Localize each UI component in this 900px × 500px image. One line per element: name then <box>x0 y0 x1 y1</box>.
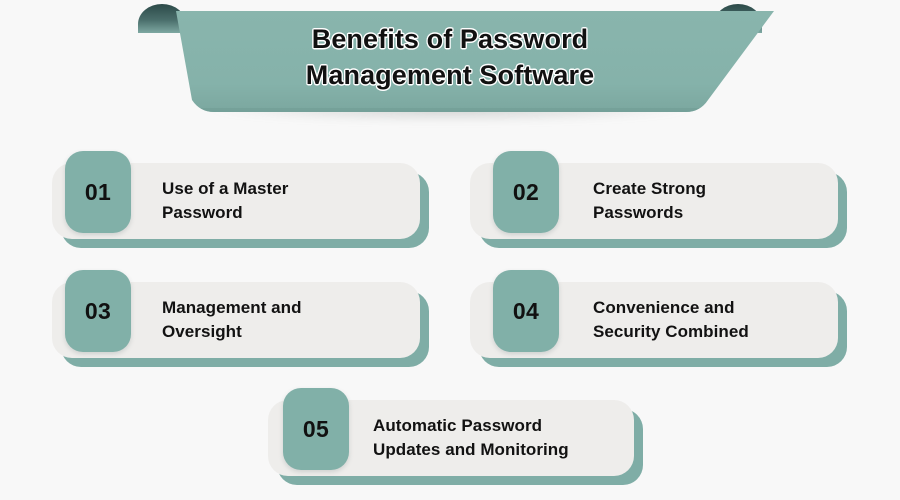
benefit-item-05[interactable]: 05 Automatic Password Updates and Monito… <box>268 388 643 485</box>
benefit-label-line-1: Create Strong <box>593 179 707 198</box>
badge-number: 03 <box>84 297 112 324</box>
number-badge-05: 05 <box>283 388 349 470</box>
benefit-label-line-2: Updates and Monitoring <box>373 440 569 460</box>
banner-ribbon-shape <box>138 4 774 112</box>
benefit-label-04: Convenience and Security Combined <box>593 296 749 344</box>
benefit-label-line-1: Automatic Password <box>373 416 543 435</box>
benefit-item-04[interactable]: 04 Convenience and Security Combined <box>470 270 847 367</box>
benefit-item-03[interactable]: 03 Management and Oversight <box>52 270 429 367</box>
benefit-label-line-2: Oversight <box>162 322 242 342</box>
badge-number: 04 <box>512 297 540 324</box>
number-badge-04: 04 <box>493 270 559 352</box>
benefit-label-02: Create Strong Passwords <box>593 177 706 225</box>
benefit-label-line-2: Password <box>162 203 243 223</box>
benefit-label-line-1: Convenience and <box>593 298 735 317</box>
badge-number: 01 <box>84 178 112 205</box>
number-badge-01: 01 <box>65 151 131 233</box>
badge-number: 05 <box>302 415 330 442</box>
number-badge-02: 02 <box>493 151 559 233</box>
benefit-item-01[interactable]: 01 Use of a Master Password <box>52 151 429 248</box>
benefit-label-01: Use of a Master Password <box>162 177 288 225</box>
benefit-label-line-1: Management and <box>162 298 302 317</box>
benefit-label-line-2: Security Combined <box>593 322 749 342</box>
benefit-label-line-1: Use of a Master <box>162 179 289 198</box>
badge-number: 02 <box>512 178 540 205</box>
benefit-label-05: Automatic Password Updates and Monitorin… <box>373 414 569 462</box>
benefit-label-03: Management and Oversight <box>162 296 302 344</box>
benefit-label-line-2: Passwords <box>593 203 684 223</box>
number-badge-03: 03 <box>65 270 131 352</box>
benefit-item-02[interactable]: 02 Create Strong Passwords <box>470 151 847 248</box>
header-banner: Benefits of Password Management Software <box>0 0 900 140</box>
